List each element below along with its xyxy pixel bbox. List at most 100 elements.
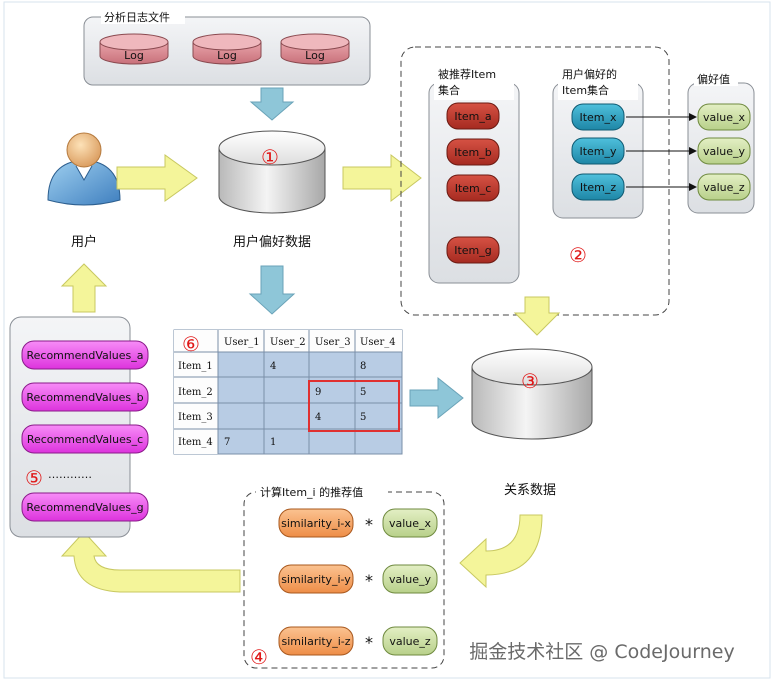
- user-item-matrix: User_1 User_2 User_3 User_4 Item_1 4 8 I…: [173, 329, 403, 455]
- arrow-right-yellow: [342, 153, 422, 203]
- preference-values-title: 偏好值: [697, 72, 730, 86]
- arrow-right-blue: [409, 376, 464, 420]
- step-number-6: ⑥: [182, 332, 200, 356]
- svg-text:value_x: value_x: [389, 517, 432, 530]
- step-number-5: ⑤: [25, 466, 43, 490]
- arrow-curved-yellow: [60, 531, 241, 593]
- recommend-value-g: RecommendValues_g: [21, 492, 149, 522]
- recommend-ellipsis: …………: [48, 468, 92, 481]
- log-cylinder-1: Log: [99, 33, 169, 65]
- log-label: Log: [124, 49, 144, 62]
- watermark: 掘金技术社区 @ CodeJourney: [469, 641, 734, 663]
- svg-text:similarity_i-z: similarity_i-z: [281, 635, 350, 648]
- svg-text:Item_a: Item_a: [454, 110, 491, 123]
- item-b-pill: Item_b: [446, 138, 500, 166]
- recommend-value-a: RecommendValues_a: [21, 340, 149, 370]
- recommend-value-b: RecommendValues_b: [21, 382, 149, 412]
- arrow-down-yellow: [513, 296, 561, 336]
- svg-text:RecommendValues_g: RecommendValues_g: [26, 501, 143, 514]
- log-cylinder-3: Log: [280, 33, 350, 65]
- svg-text:value_z: value_z: [703, 181, 745, 194]
- recommend-values-panel: RecommendValues_a RecommendValues_b Reco…: [9, 316, 149, 538]
- preferred-set-title-2: Item集合: [562, 83, 609, 97]
- log-label: Log: [305, 49, 325, 62]
- calculation-box: 计算Item_i 的推荐值 similarity_i-x * value_x s…: [243, 485, 445, 669]
- svg-text:User_1: User_1: [224, 337, 260, 348]
- svg-text:value_x: value_x: [703, 111, 746, 124]
- item-g-pill: Item_g: [446, 236, 500, 264]
- svg-text:4: 4: [315, 412, 321, 423]
- svg-text:Item_x: Item_x: [579, 111, 617, 124]
- image-frame: [3, 1, 771, 679]
- step-number-2: ②: [569, 243, 587, 267]
- step-number-3: ③: [521, 369, 539, 393]
- svg-text:value_z: value_z: [389, 635, 431, 648]
- relation-database: ③ 关系数据: [471, 348, 593, 498]
- svg-text:5: 5: [360, 412, 366, 423]
- db-label: 用户偏好数据: [233, 234, 311, 250]
- svg-text:RecommendValues_b: RecommendValues_b: [26, 391, 143, 404]
- preferred-item-set: 用户偏好的 Item集合 Item_x Item_y Item_z: [552, 66, 644, 219]
- user-icon: [47, 132, 121, 206]
- svg-text:Item_4: Item_4: [178, 437, 213, 448]
- step-number-1: ①: [261, 145, 279, 169]
- svg-text:Item_y: Item_y: [579, 145, 617, 158]
- preference-values-set: 偏好值 value_x value_y value_z: [687, 72, 755, 214]
- calculation-box-title: 计算Item_i 的推荐值: [260, 485, 363, 499]
- svg-text:*: *: [365, 571, 373, 590]
- svg-text:User_2: User_2: [270, 337, 306, 348]
- value-y-pill: value_y: [697, 137, 751, 165]
- recommended-set-title-2: 集合: [438, 83, 460, 97]
- recommended-set-title: 被推荐Item: [438, 67, 496, 81]
- svg-text:User_3: User_3: [315, 337, 351, 348]
- svg-text:5: 5: [360, 387, 366, 398]
- item-a-pill: Item_a: [446, 102, 500, 130]
- value-z-pill: value_z: [697, 173, 751, 201]
- user-label: 用户: [71, 234, 97, 250]
- svg-text:Item_b: Item_b: [454, 146, 492, 159]
- svg-text:similarity_i-y: similarity_i-y: [281, 573, 351, 586]
- svg-text:RecommendValues_c: RecommendValues_c: [27, 433, 143, 446]
- value-x-pill: value_x: [697, 103, 751, 131]
- svg-text:7: 7: [224, 437, 230, 448]
- svg-text:*: *: [365, 633, 373, 652]
- recommended-item-set: 被推荐Item 集合 Item_a Item_b Item_c Item_g: [428, 66, 520, 284]
- step-number-4: ④: [250, 645, 268, 669]
- log-file-panel: 分析日志文件 Log Log Log: [83, 10, 371, 86]
- recommend-value-c: RecommendValues_c: [21, 424, 149, 454]
- arrow-down-blue: [249, 87, 295, 121]
- arrow-up-yellow: [60, 263, 108, 313]
- preferred-set-title: 用户偏好的: [562, 67, 617, 81]
- svg-text:Item_1: Item_1: [178, 361, 213, 372]
- svg-text:4: 4: [270, 361, 276, 372]
- arrow-curved-yellow: [459, 514, 543, 589]
- svg-text:Item_2: Item_2: [178, 387, 213, 398]
- arrow-right-yellow: [116, 154, 198, 202]
- calc-row-x: similarity_i-x * value_x: [278, 508, 438, 538]
- svg-text:1: 1: [270, 437, 276, 448]
- svg-text:Item_g: Item_g: [454, 244, 492, 257]
- svg-text:Item_c: Item_c: [455, 182, 492, 195]
- item-y-pill: Item_y: [571, 137, 625, 165]
- svg-text:Item_3: Item_3: [178, 412, 213, 423]
- item-c-pill: Item_c: [446, 174, 500, 202]
- svg-text:value_y: value_y: [389, 573, 432, 586]
- svg-text:value_y: value_y: [703, 145, 746, 158]
- svg-text:8: 8: [360, 361, 366, 372]
- user-preference-database: ① 用户偏好数据: [218, 130, 326, 250]
- calc-row-z: similarity_i-z * value_z: [278, 626, 438, 656]
- arrow-down-blue: [248, 265, 296, 315]
- log-cylinder-2: Log: [192, 33, 262, 65]
- svg-text:RecommendValues_a: RecommendValues_a: [26, 349, 143, 362]
- log-label: Log: [217, 49, 237, 62]
- highlight-box: [308, 380, 400, 432]
- item-x-pill: Item_x: [571, 103, 625, 131]
- item-z-pill: Item_z: [571, 173, 625, 201]
- log-panel-title: 分析日志文件: [104, 10, 170, 24]
- svg-text:similarity_i-x: similarity_i-x: [281, 517, 351, 530]
- svg-text:Item_z: Item_z: [580, 181, 617, 194]
- calc-row-y: similarity_i-y * value_y: [278, 564, 438, 594]
- svg-text:*: *: [365, 515, 373, 534]
- svg-text:User_4: User_4: [360, 337, 396, 348]
